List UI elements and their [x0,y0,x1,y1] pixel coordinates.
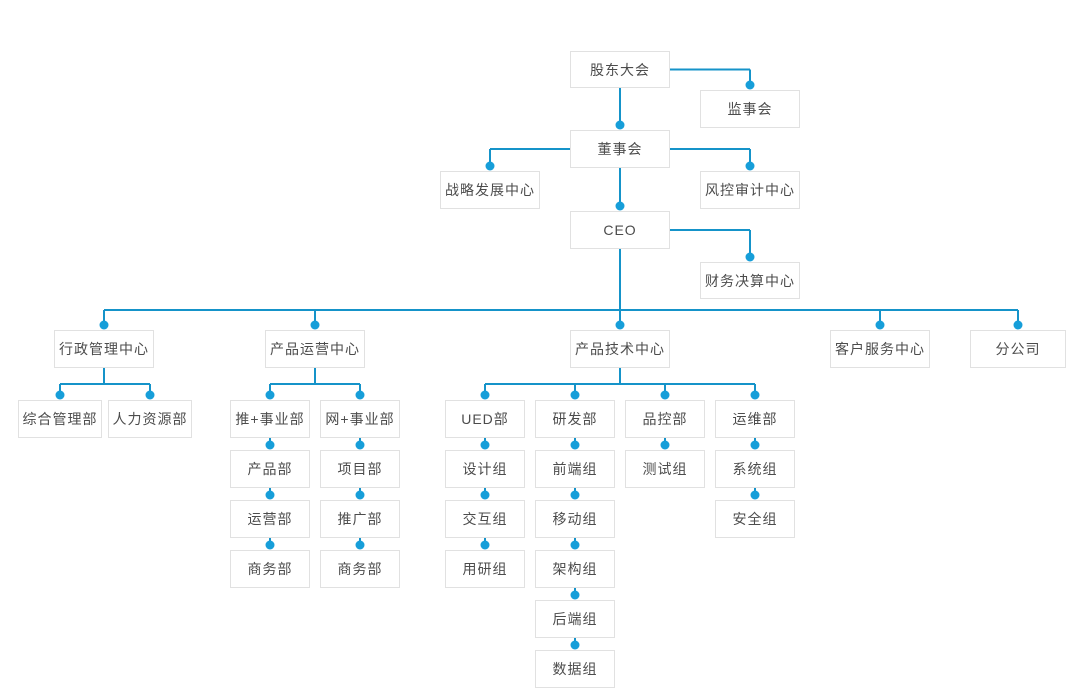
org-node-be: 后端组 [535,600,615,638]
org-node-biz2: 商务部 [320,550,400,588]
org-node-sec: 安全组 [715,500,795,538]
org-node-general: 综合管理部 [18,400,102,438]
org-node-ued: UED部 [445,400,525,438]
org-node-project: 项目部 [320,450,400,488]
org-node-mobile: 移动组 [535,500,615,538]
org-node-arch: 架构组 [535,550,615,588]
org-node-biz1: 商务部 [230,550,310,588]
org-node-fe: 前端组 [535,450,615,488]
org-node-test: 测试组 [625,450,705,488]
org-node-qc: 品控部 [625,400,705,438]
org-node-admin: 行政管理中心 [54,330,154,368]
org-node-ceo: CEO [570,211,670,249]
org-node-wang: 网+事业部 [320,400,400,438]
org-node-design: 设计组 [445,450,525,488]
org-node-ix: 交互组 [445,500,525,538]
org-node-product: 产品部 [230,450,310,488]
org-node-hr: 人力资源部 [108,400,192,438]
org-node-tui: 推+事业部 [230,400,310,438]
org-node-supervisors: 监事会 [700,90,800,128]
org-node-operations: 产品运营中心 [265,330,365,368]
org-node-om: 运维部 [715,400,795,438]
org-node-sys: 系统组 [715,450,795,488]
org-node-strategy: 战略发展中心 [440,171,540,209]
org-node-risk: 风控审计中心 [700,171,800,209]
org-node-finance: 财务决算中心 [700,262,800,299]
org-node-shareholders: 股东大会 [570,51,670,88]
org-node-rd: 研发部 [535,400,615,438]
org-node-ur: 用研组 [445,550,525,588]
org-node-branch: 分公司 [970,330,1066,368]
org-node-tech: 产品技术中心 [570,330,670,368]
org-node-operate: 运营部 [230,500,310,538]
org-node-promote: 推广部 [320,500,400,538]
org-node-datag: 数据组 [535,650,615,688]
org-node-board: 董事会 [570,130,670,168]
org-node-service: 客户服务中心 [830,330,930,368]
